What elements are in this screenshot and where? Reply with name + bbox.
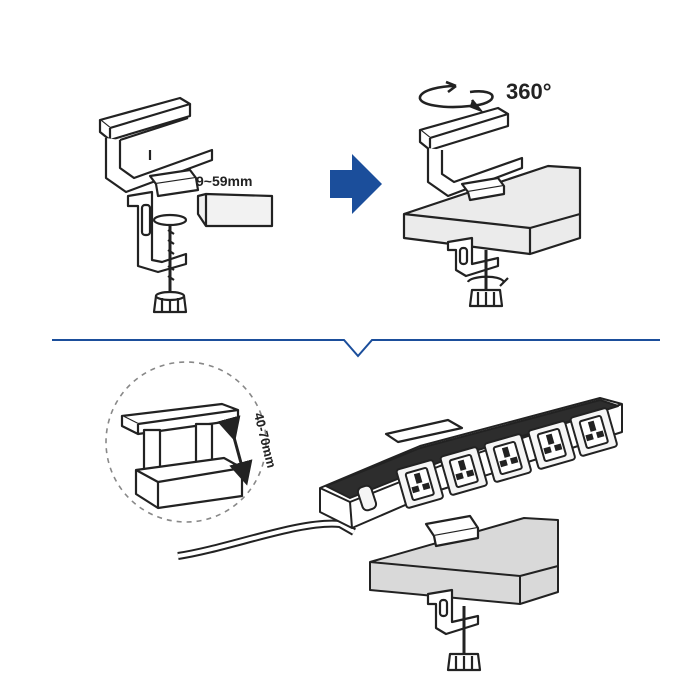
desk-board-bottom xyxy=(369,517,559,605)
socket xyxy=(483,433,532,483)
socket xyxy=(527,420,576,470)
double-arrow-icon xyxy=(217,415,253,486)
socket xyxy=(395,459,444,509)
socket-row xyxy=(395,407,618,509)
clamp-range-label: 9~59mm xyxy=(196,173,252,189)
strip-clamp xyxy=(384,418,482,672)
socket xyxy=(569,407,618,457)
arrow-right-icon xyxy=(330,154,382,214)
section-divider xyxy=(52,339,660,358)
step1-clamp xyxy=(98,96,274,314)
rotate-360-icon xyxy=(418,80,494,114)
mount-gap-label: 40-70mm xyxy=(251,411,279,469)
detail-clamp xyxy=(120,402,244,510)
rotation-label: 360° xyxy=(506,79,552,104)
socket xyxy=(439,446,488,496)
step2-mounted-clamp xyxy=(402,106,582,308)
detail-zoom-circle xyxy=(105,361,267,523)
